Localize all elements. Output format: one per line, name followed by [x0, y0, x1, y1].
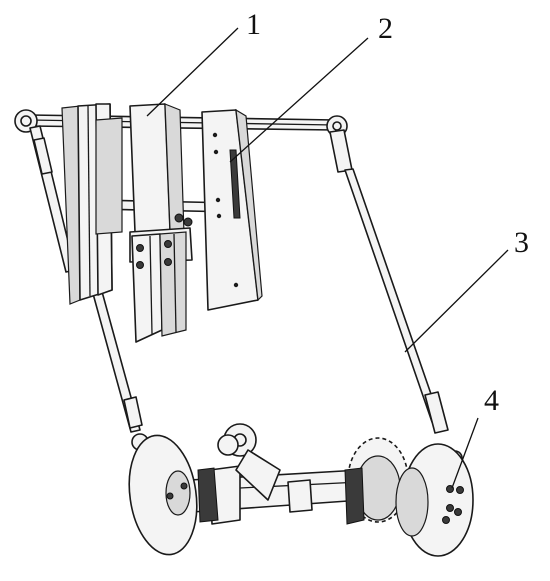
center-block [129, 103, 193, 343]
callout-3: 3 [514, 226, 529, 259]
left-plate [61, 103, 123, 305]
right-slotted-plate [201, 108, 263, 311]
callout-4: 4 [484, 384, 499, 417]
right-disc [395, 443, 474, 557]
sprocket [344, 437, 409, 525]
leader-1 [146, 27, 239, 117]
leader-lines [146, 27, 509, 489]
callout-2: 2 [378, 12, 393, 45]
left-disc [128, 434, 219, 556]
right-linkage-rod [326, 115, 463, 466]
callout-labels: 1 2 3 4 [246, 8, 529, 417]
leader-2 [229, 37, 369, 163]
leader-3 [404, 249, 509, 353]
cam-lever [217, 423, 281, 501]
callout-1: 1 [246, 8, 261, 41]
leader-4 [451, 417, 479, 489]
